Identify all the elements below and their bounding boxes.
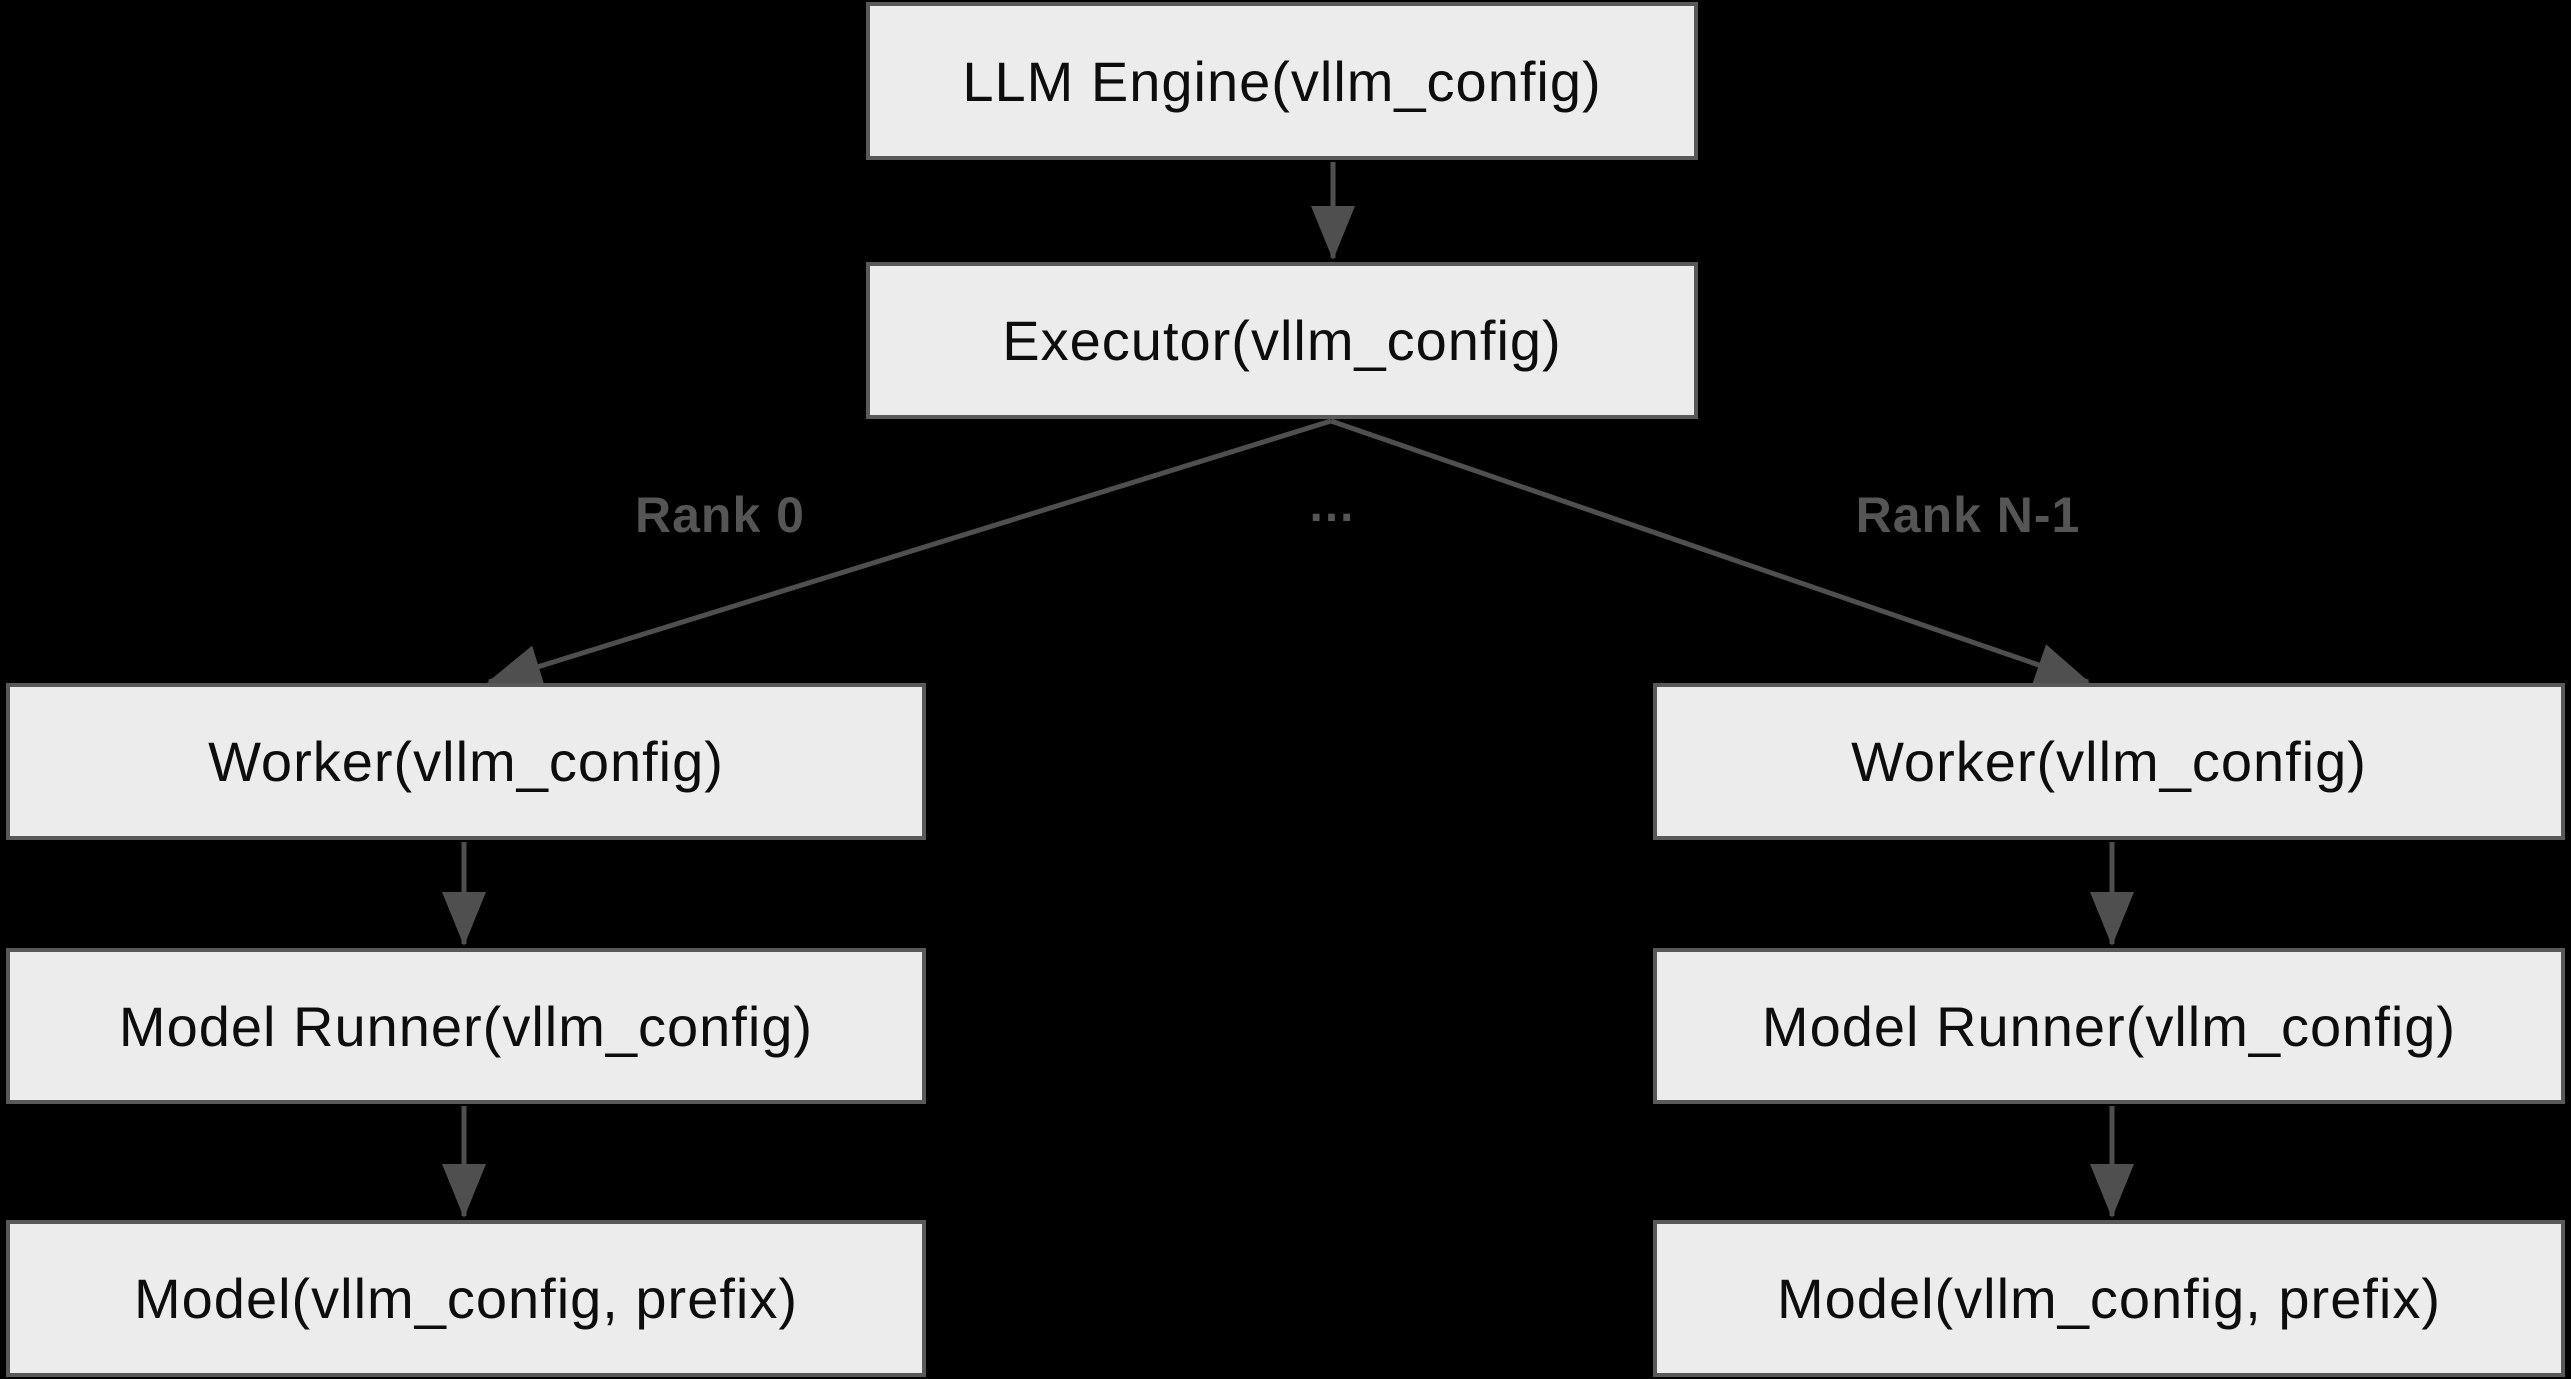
node-model-rank-0: Model(vllm_config, prefix): [6, 1220, 926, 1377]
node-model-runner-rank-n-1: Model Runner(vllm_config): [1653, 948, 2565, 1104]
edge-executor-to-worker-0: [487, 418, 1332, 688]
node-model-runner-rank-0: Model Runner(vllm_config): [6, 948, 926, 1104]
node-model-rank-n-1: Model(vllm_config, prefix): [1653, 1220, 2565, 1377]
node-llm-engine: LLM Engine(vllm_config): [866, 2, 1698, 160]
edge-label-rank-0: Rank 0: [635, 487, 805, 543]
edge-executor-to-worker-n: [1330, 418, 2090, 686]
node-executor: Executor(vllm_config): [866, 262, 1698, 419]
edge-label-ellipsis: …: [1307, 479, 1357, 532]
node-worker-rank-n-1: Worker(vllm_config): [1653, 683, 2565, 840]
edge-label-rank-n-1: Rank N-1: [1855, 487, 2081, 543]
node-worker-rank-0: Worker(vllm_config): [6, 683, 926, 840]
